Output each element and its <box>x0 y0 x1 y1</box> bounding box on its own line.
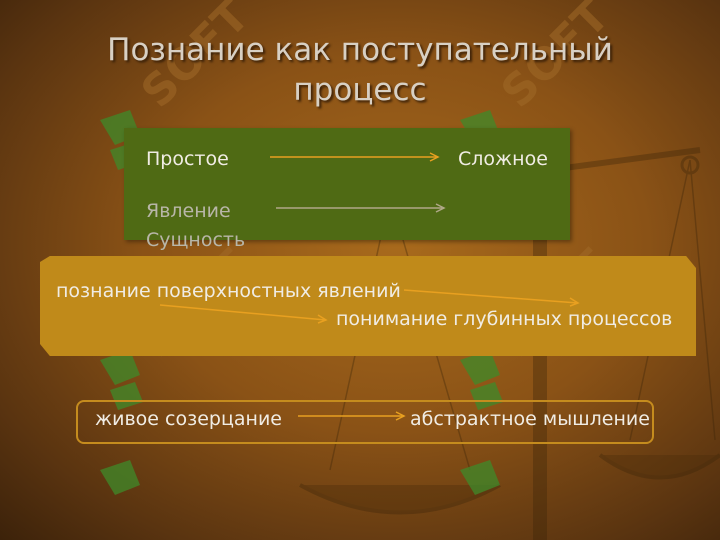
surface-deep-panel <box>40 256 696 356</box>
essence-label: Сущность <box>146 229 246 251</box>
deep-understanding-label: понимание глубинных процессов <box>336 308 673 330</box>
phenomenon-label: Явление <box>146 200 231 222</box>
title-line-2: процесс <box>293 72 427 108</box>
title-line-1: Познание как поступательный <box>107 32 613 68</box>
surface-knowledge-label: познание поверхностных явлений <box>56 280 401 302</box>
simple-complex-panel <box>124 128 570 240</box>
living-contemplation-label: живое созерцание <box>95 408 282 430</box>
page-title: Познание как поступательный процесс <box>60 30 660 110</box>
complex-label: Сложное <box>458 148 548 170</box>
contemplation-thinking-panel <box>76 400 654 444</box>
abstract-thinking-label: абстрактное мышление <box>410 408 650 430</box>
simple-label: Простое <box>146 148 229 170</box>
